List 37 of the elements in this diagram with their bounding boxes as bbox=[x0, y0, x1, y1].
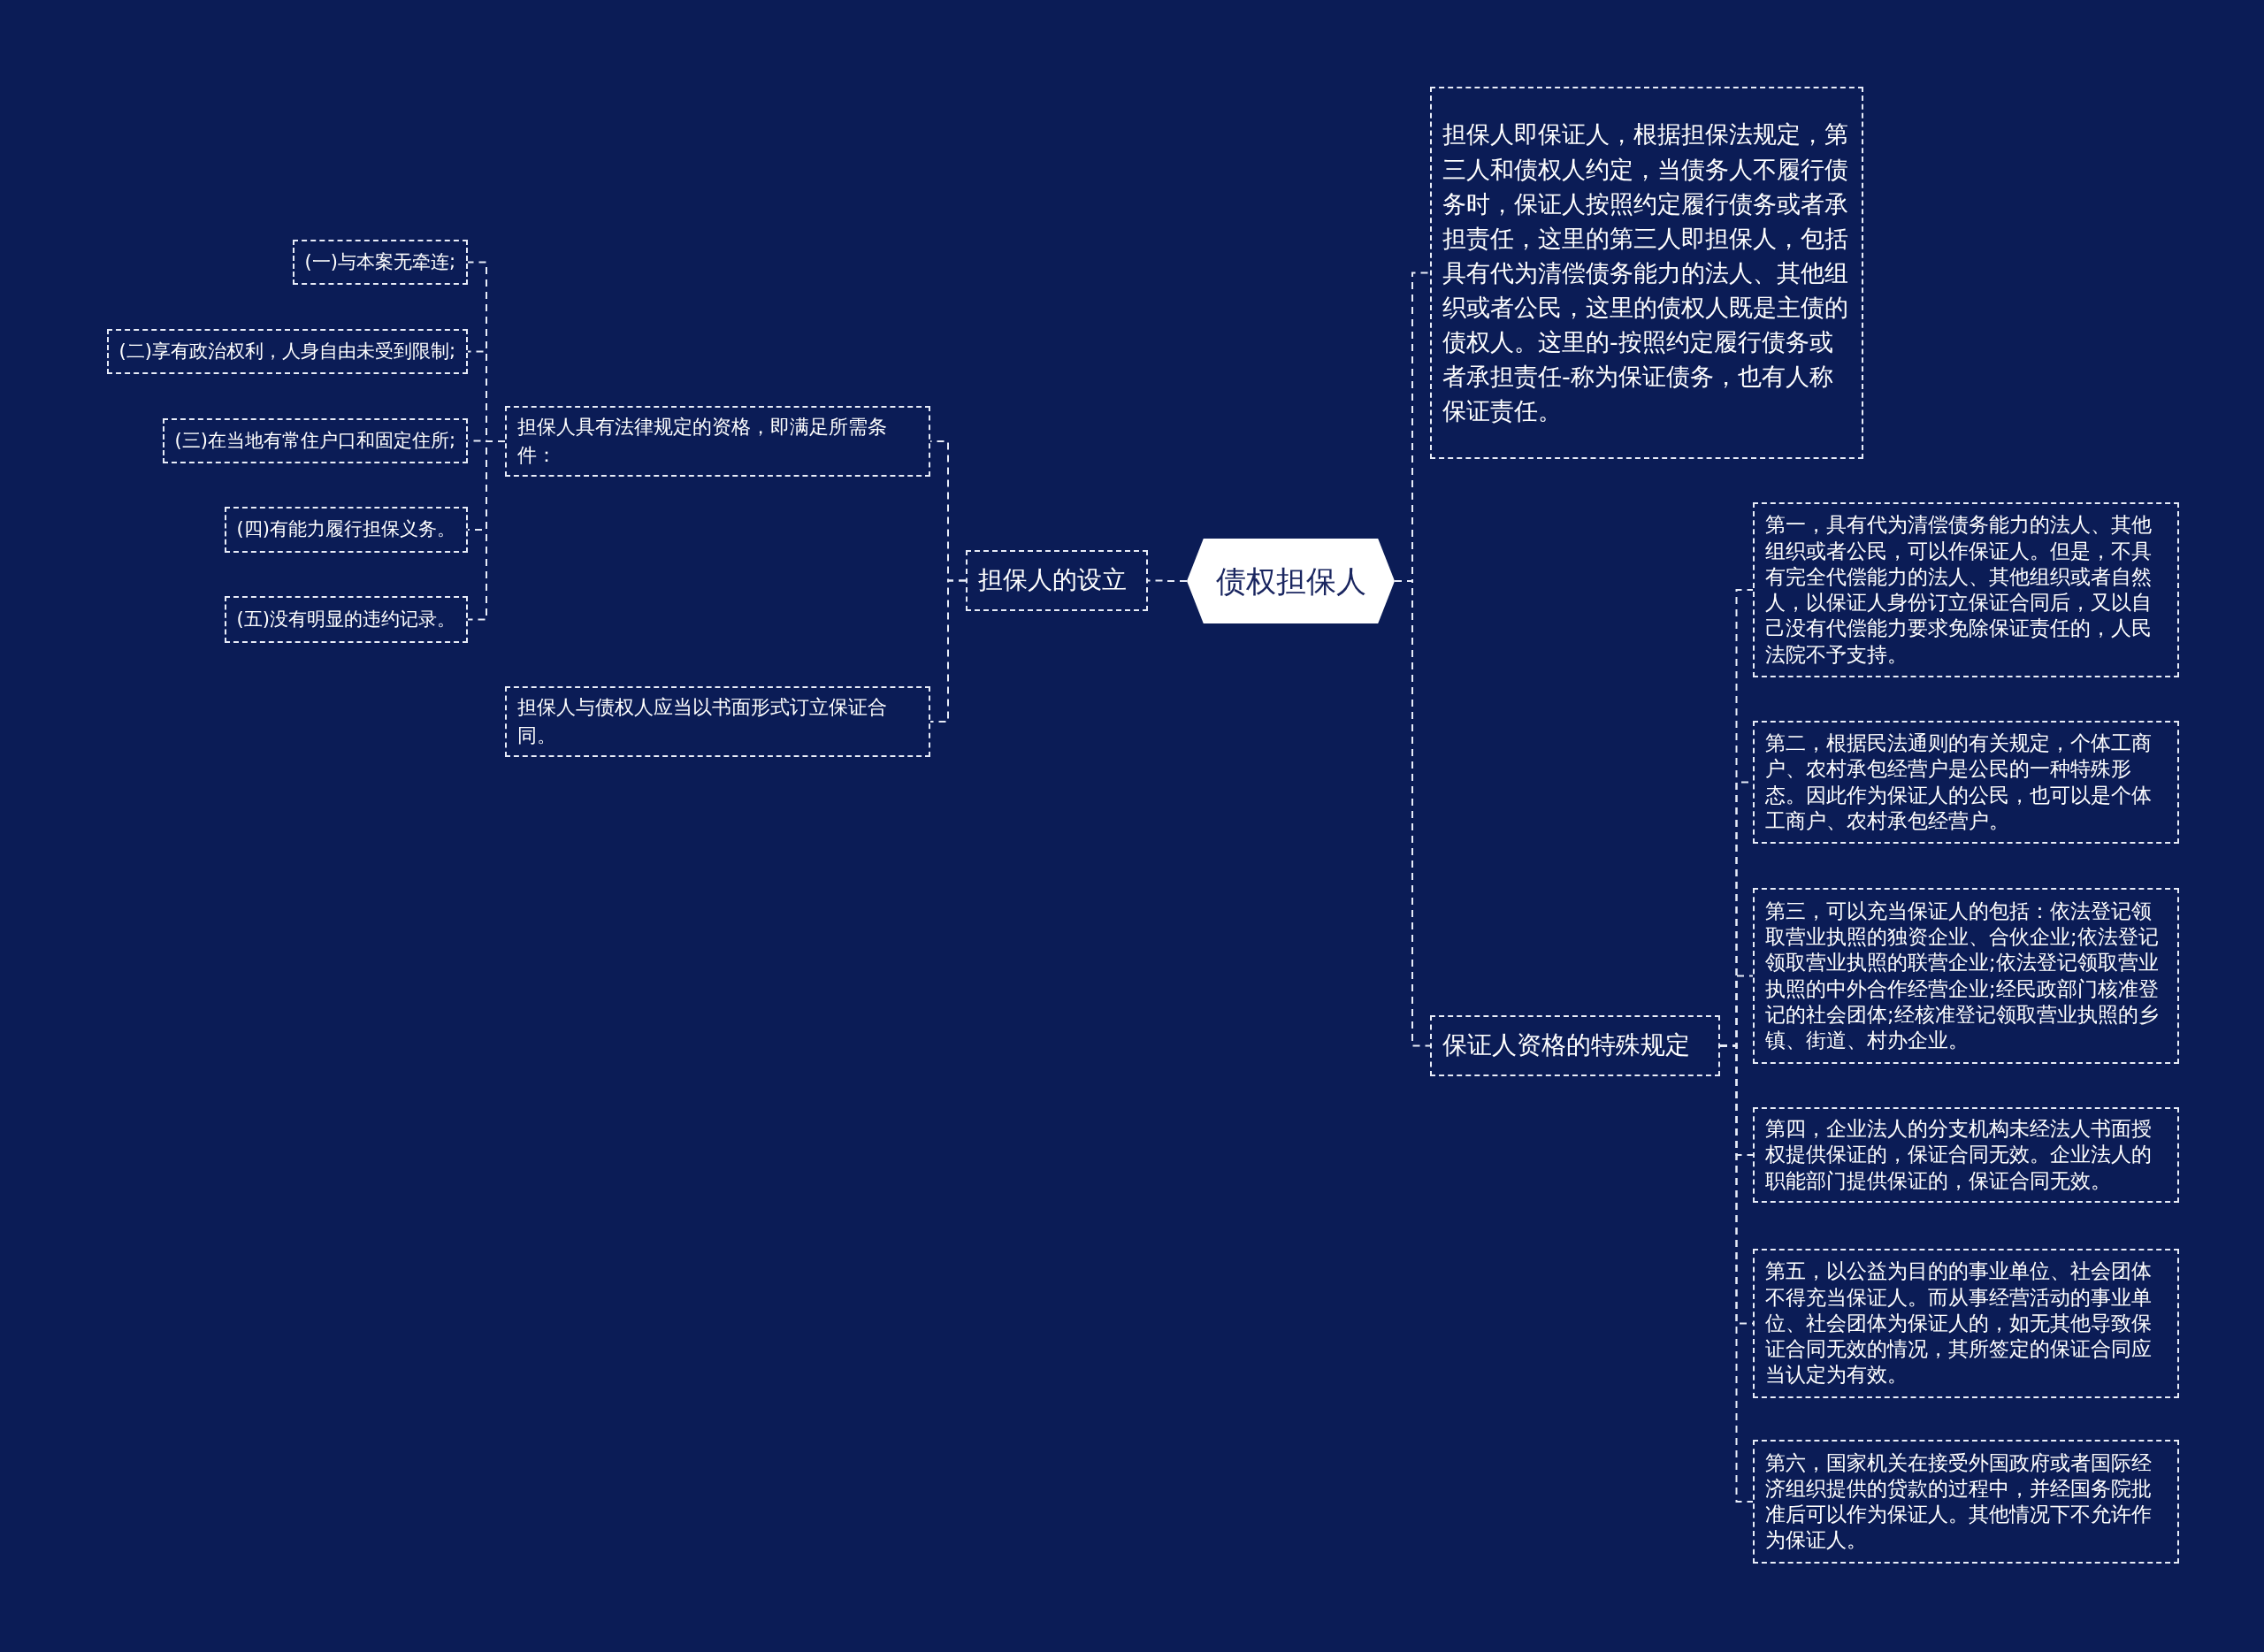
topic-box bbox=[505, 406, 930, 477]
topic-text: (一)与本案无牵连; bbox=[304, 249, 455, 274]
topic-box bbox=[1753, 1249, 2179, 1398]
topic-box bbox=[1430, 87, 1863, 459]
topic-box bbox=[1430, 1015, 1720, 1076]
topic-text: 债权担保人 bbox=[1215, 562, 1366, 600]
topic-box bbox=[1753, 888, 2179, 1064]
topic-box bbox=[224, 507, 468, 553]
topic-text: 第五，以公益为目的的事业单位、社会团体不得充当保证人。而从事经营活动的事业单位、社会团体为保证人的，如无其他导致保证合同无效的情况，其所签定的保证合同应当认定为有效。 bbox=[1765, 1258, 2153, 1388]
topic-box bbox=[1753, 1440, 2179, 1564]
topic-text: (三)在当地有常住户口和固定住所; bbox=[174, 428, 455, 453]
topic-box bbox=[1753, 1107, 2179, 1203]
topic-text: 保证人资格的特殊规定 bbox=[1442, 1029, 1690, 1062]
topic-box bbox=[224, 596, 468, 643]
connector-line bbox=[1147, 579, 1188, 582]
topic-text: (四)有能力履行担保义务。 bbox=[236, 517, 455, 542]
topic-box bbox=[966, 550, 1148, 611]
topic-box bbox=[505, 686, 930, 757]
topic-box bbox=[1753, 721, 2179, 844]
topic-text: 第三，可以充当保证人的包括：依法登记领取营业执照的独资企业、合伙企业;依法登记领取营业执照的联营企业;依法登记领取营业执照的中外合作经营企业;经民政部门核准登记的社会团体;经核准登记领取营业执照的乡镇、街道、村办企业。 bbox=[1765, 898, 2160, 1053]
topic-text: (五)没有明显的违约记录。 bbox=[236, 607, 455, 631]
topic-text: 担保人与债权人应当以书面形式订立保证合同。 bbox=[517, 695, 888, 748]
topic-text: 第二，根据民法通则的有关规定，个体工商户、农村承包经营户是公民的一种特殊形态。因此作为保证人的公民，也可以是个体工商户、农村承包经营户。 bbox=[1765, 730, 2153, 834]
topic-text: 第四，企业法人的分支机构未经法人书面授权提供保证的，保证合同无效。企业法人的职能部门提供保证的，保证合同无效。 bbox=[1765, 1116, 2153, 1194]
root-topic-hexagon bbox=[1187, 539, 1395, 623]
topic-box bbox=[162, 418, 468, 463]
topic-box bbox=[106, 329, 468, 374]
topic-text: 担保人具有法律规定的资格，即满足所需条件： bbox=[517, 415, 888, 468]
topic-text: 第一，具有代为清偿债务能力的法人、其他组织或者公民，可以作保证人。但是，不具有完全代偿能力的法人、其他组织或者自然人，以保证人身份订立保证合同后，又以自己没有代偿能力要求免除保证责任的，人民法院不予支持。 bbox=[1765, 512, 2153, 668]
topic-text: 第六，国家机关在接受外国政府或者国际经济组织提供的贷款的过程中，并经国务院批准后可以作为保证人。其他情况下不允许作为保证人。 bbox=[1765, 1449, 2153, 1554]
connector-line bbox=[929, 579, 967, 723]
topic-text: (二)享有政治权利，人身自由未受到限制; bbox=[119, 339, 455, 363]
topic-text: 担保人即保证人，根据担保法规定，第三人和债权人约定，当债务人不履行债务时，保证人按照约定履行债务或者承担责任，这里的第三人即担保人，包括具有代为清偿债务能力的法人、其他组织或者公民，这里的债权人既是主债的债权人。这里的-按照约定履行债务或者承担责任-称为保证债务，也有人称保证责任。 bbox=[1442, 119, 1849, 427]
topic-box bbox=[1753, 502, 2179, 677]
connector-line bbox=[467, 440, 506, 621]
topic-text: 担保人的设立 bbox=[978, 564, 1127, 597]
topic-box bbox=[292, 240, 468, 285]
